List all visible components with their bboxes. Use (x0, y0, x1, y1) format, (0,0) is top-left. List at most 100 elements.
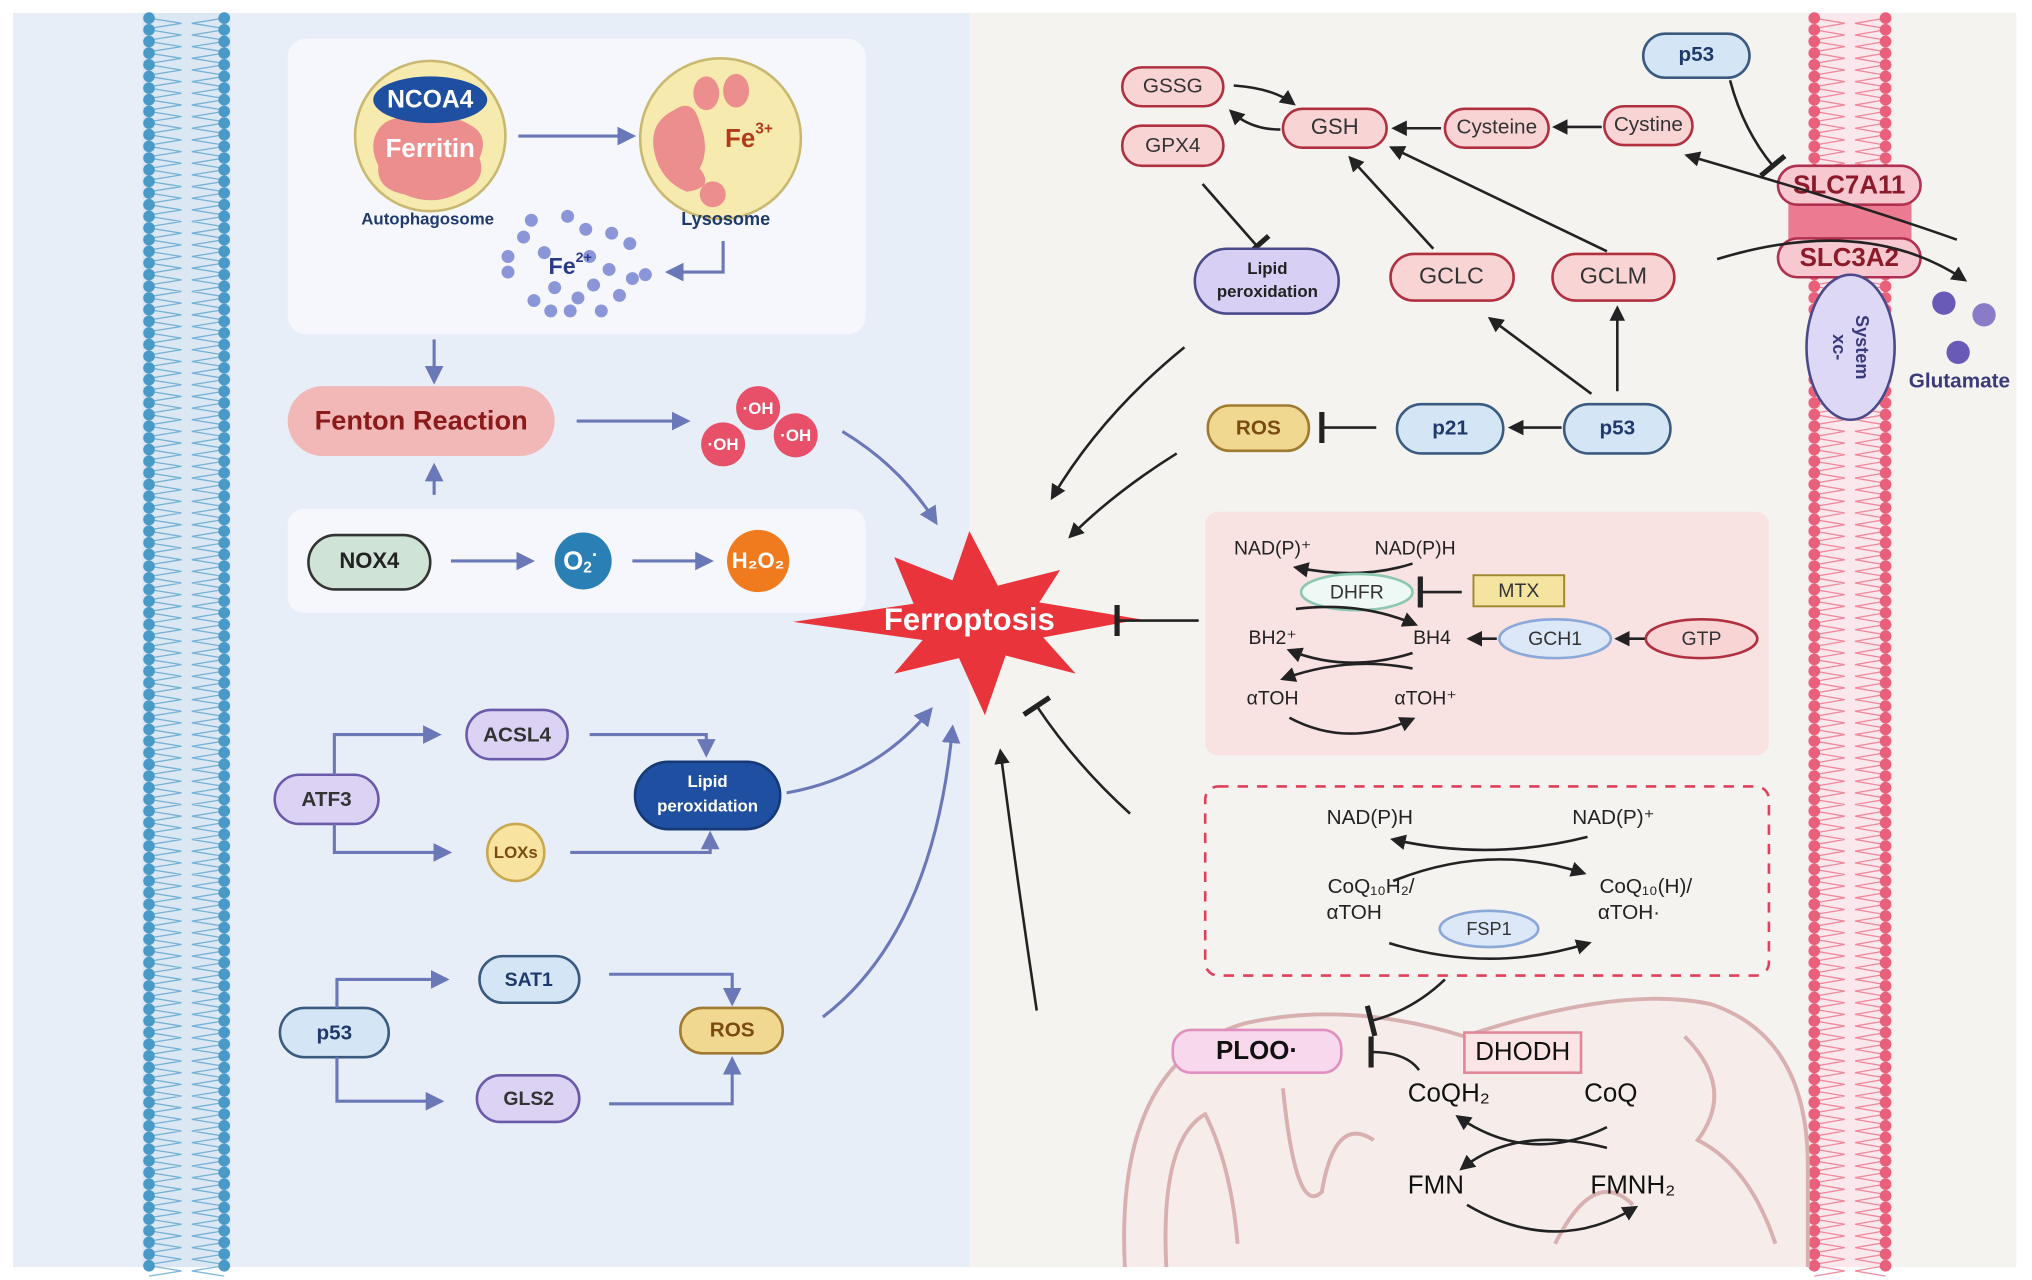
phospholipid-head (1808, 641, 1821, 654)
phospholipid-head (143, 502, 155, 514)
sat1-label: SAT1 (505, 969, 553, 991)
phospholipid-head (1808, 583, 1821, 596)
fe2-ion (612, 288, 626, 302)
phospholipid-head (143, 886, 155, 899)
phospholipid-head (218, 1178, 231, 1190)
phospholipid-head (143, 630, 155, 642)
p53-left-node (278, 1006, 391, 1059)
phospholipid-head (218, 338, 231, 351)
phospholipid-head (1808, 1003, 1821, 1016)
phospholipid-head (218, 816, 231, 829)
phospholipid-head (1879, 1213, 1892, 1225)
phospholipid-head (143, 571, 155, 584)
phospholipid-head (1808, 653, 1821, 666)
phospholipid-head (1808, 723, 1821, 736)
phospholipid-head (143, 105, 155, 118)
phospholipid-head (143, 47, 155, 59)
ferroptosis-burst-icon (793, 531, 1141, 716)
phospholipid-head (218, 327, 231, 339)
phospholipid-head (218, 93, 231, 106)
phospholipid-head (218, 350, 231, 363)
phospholipid-head (218, 723, 231, 736)
phospholipid-head (143, 280, 155, 293)
phospholipid-head (218, 245, 231, 258)
phospholipid-head (218, 233, 231, 246)
phospholipid-head (1879, 968, 1892, 981)
fe2-ion (501, 250, 515, 263)
phospholipid-head (1808, 968, 1821, 981)
phospholipid-head (143, 665, 155, 677)
phospholipid-head (1808, 863, 1821, 876)
lipid-peroxidation-left-line2: peroxidation (657, 797, 758, 816)
fe2-ion (602, 262, 616, 276)
fe3-label: Fe (725, 125, 755, 153)
phospholipid-head (143, 933, 155, 946)
phospholipid-head (218, 630, 231, 642)
phospholipid-head (143, 816, 155, 829)
phospholipid-head (218, 1038, 231, 1051)
phospholipid-head (1808, 12, 1821, 24)
phospholipid-head (218, 1061, 231, 1074)
ncoa4-label: NCOA4 (387, 87, 473, 114)
fe2-superscript: 2+ (576, 250, 592, 266)
phospholipid-head (143, 350, 155, 363)
phospholipid-head (143, 268, 155, 281)
coq10h-label: CoQ₁₀(H)/ (1599, 875, 1692, 898)
phospholipid-head (1879, 525, 1892, 538)
phospholipid-head (143, 1131, 155, 1144)
phospholipid-head (218, 175, 231, 188)
phospholipid-head (218, 187, 231, 199)
phospholipid-head (1808, 793, 1821, 806)
phospholipid-head (218, 676, 231, 689)
phospholipid-head (1808, 455, 1821, 468)
phospholipid-head (143, 956, 155, 969)
phospholipid-head (218, 455, 231, 468)
phospholipid-head (218, 933, 231, 946)
fe2-ion (563, 304, 577, 318)
phospholipid-head (218, 980, 231, 992)
fe2-ion (537, 246, 551, 260)
inhibit-fsp1-ferroptosis (1022, 695, 1131, 815)
ferroptosis-label: Ferroptosis (884, 602, 1055, 637)
phospholipid-head (218, 606, 231, 619)
phospholipid-head (1808, 117, 1821, 129)
p21-label: p21 (1432, 416, 1468, 439)
phospholipid-head (218, 1096, 231, 1109)
phospholipid-head (1879, 571, 1892, 584)
arrow-loxs-lipid (570, 830, 720, 855)
phospholipid-head (143, 560, 155, 572)
o2-subscript: 2 (583, 560, 592, 577)
fe3-superscript: 3+ (755, 121, 773, 138)
phospholipid-head (1808, 933, 1821, 946)
phospholipid-head (143, 292, 155, 304)
phospholipid-head (1808, 280, 1821, 293)
phospholipid-head (143, 23, 155, 36)
arrow-gls2-ros (609, 1056, 742, 1106)
phospholipid-head (1808, 1015, 1821, 1027)
phospholipid-head (218, 735, 231, 747)
phospholipid-head (218, 408, 231, 421)
arrow-lipid-ferroptosis (786, 707, 933, 795)
phospholipid-head (1879, 1248, 1892, 1260)
phospholipid-head (1808, 1236, 1821, 1249)
phospholipid-head (1879, 676, 1892, 689)
phospholipid-head (143, 117, 155, 129)
phospholipid-head (1808, 770, 1821, 782)
phospholipid-head (1879, 70, 1892, 83)
glutamate-label: Glutamate (1909, 370, 2010, 393)
phospholipid-head (1808, 571, 1821, 584)
phospholipid-head (143, 921, 155, 934)
phospholipid-head (143, 875, 155, 887)
phospholipid-head (143, 711, 155, 724)
phospholipid-head (143, 606, 155, 619)
oh-label: ·OH (708, 435, 739, 454)
phospholipid-head (143, 163, 155, 176)
phospholipid-head (143, 1050, 155, 1062)
phospholipid-head (143, 233, 155, 246)
phospholipid-head (218, 805, 231, 817)
phospholipid-head (1808, 420, 1821, 433)
phospholipid-head (1879, 408, 1892, 421)
dhfr-label: DHFR (1330, 581, 1384, 603)
phospholipid-head (143, 676, 155, 689)
